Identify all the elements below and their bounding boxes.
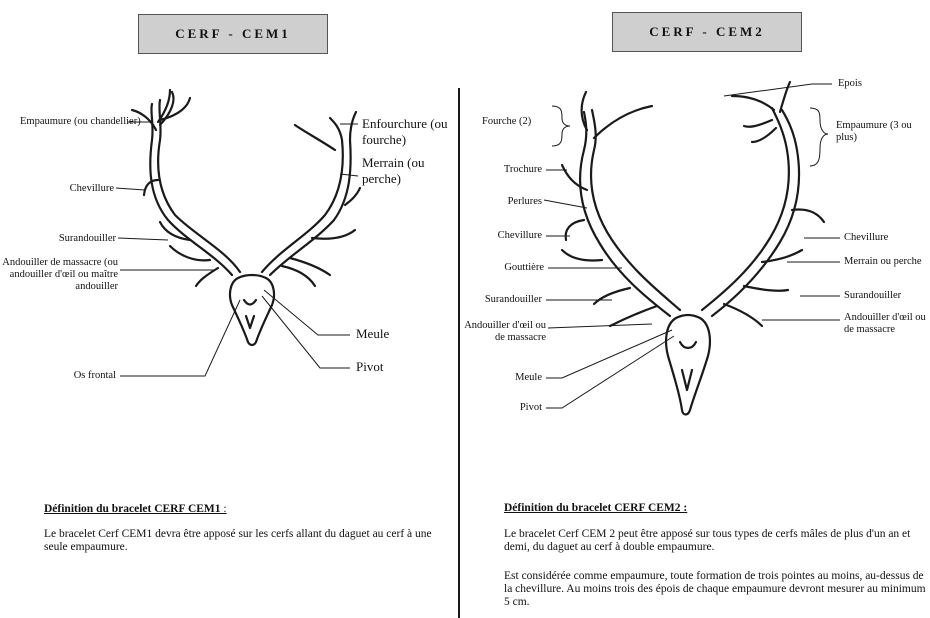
cem1-leader-lines xyxy=(116,122,358,376)
cem1-label-meule: Meule xyxy=(356,326,389,342)
cem2-skull xyxy=(666,315,710,415)
cem2-antlers xyxy=(562,82,824,415)
cem1-label-empaumure: Empaumure (ou chandellier) xyxy=(20,116,132,128)
cem2-label-andouiller-left: Andouiller d'œil ou de massacre xyxy=(462,320,546,344)
cem2-antler-diagram xyxy=(462,0,930,618)
cem1-definition-colon: : xyxy=(223,503,226,515)
cem2-label-gouttiere: Gouttière xyxy=(476,262,544,274)
cem1-skull xyxy=(230,275,274,345)
cem2-label-trochure: Trochure xyxy=(482,164,542,176)
cem1-label-enfourchure: Enfourchure (ou fourche) xyxy=(362,116,458,148)
cem1-definition-title-text: Définition du bracelet CERF CEM1 xyxy=(44,503,221,515)
cem1-definition-title: Définition du bracelet CERF CEM1 : xyxy=(44,503,227,515)
cem2-label-perlures: Perlures xyxy=(482,196,542,208)
panel-divider xyxy=(458,88,460,618)
cem2-label-pivot: Pivot xyxy=(492,402,542,414)
cem1-label-merrain: Merrain (ou perche) xyxy=(362,155,458,187)
cem2-definition-title: Définition du bracelet CERF CEM2 : xyxy=(504,502,687,514)
cem1-definition-text: Le bracelet Cerf CEM1 devra être apposé … xyxy=(44,528,449,554)
cem1-panel: CERF - CEM1 xyxy=(0,0,458,618)
cem2-label-surandouiller-left: Surandouiller xyxy=(462,294,542,306)
cem2-definition-p2: Est considérée comme empaumure, toute fo… xyxy=(504,570,928,609)
cem1-antler-diagram xyxy=(0,0,458,618)
cem1-label-pivot: Pivot xyxy=(356,359,383,375)
cem2-label-meule: Meule xyxy=(492,372,542,384)
cem2-leader-lines xyxy=(544,84,840,408)
cem2-label-merrain: Merrain ou perche xyxy=(844,256,922,268)
cem2-left-fork xyxy=(594,106,652,138)
cem2-label-chevillure-right: Chevillure xyxy=(844,232,888,244)
cem2-label-fourche: Fourche (2) xyxy=(482,116,531,128)
cem2-label-epois: Epois xyxy=(838,78,862,90)
cem1-label-chevillure: Chevillure xyxy=(30,183,114,195)
cem2-panel: CERF - CEM2 xyxy=(462,0,930,618)
cem2-label-chevillure-left: Chevillure xyxy=(476,230,542,242)
cem1-antlers xyxy=(132,90,360,345)
cem2-label-empaumure: Empaumure (3 ou plus) xyxy=(836,120,916,144)
cem2-definition-p1: Le bracelet Cerf CEM 2 peut être apposé … xyxy=(504,528,928,554)
cem1-label-andouiller: Andouiller de massacre (ou andouiller d'… xyxy=(2,257,118,293)
cem1-label-os-frontal: Os frontal xyxy=(30,370,116,382)
cem2-label-andouiller-right: Andouiller d'œil ou de massacre xyxy=(844,312,928,336)
cem1-label-surandouiller: Surandouiller xyxy=(20,233,116,245)
cem2-label-surandouiller-right: Surandouiller xyxy=(844,290,901,302)
